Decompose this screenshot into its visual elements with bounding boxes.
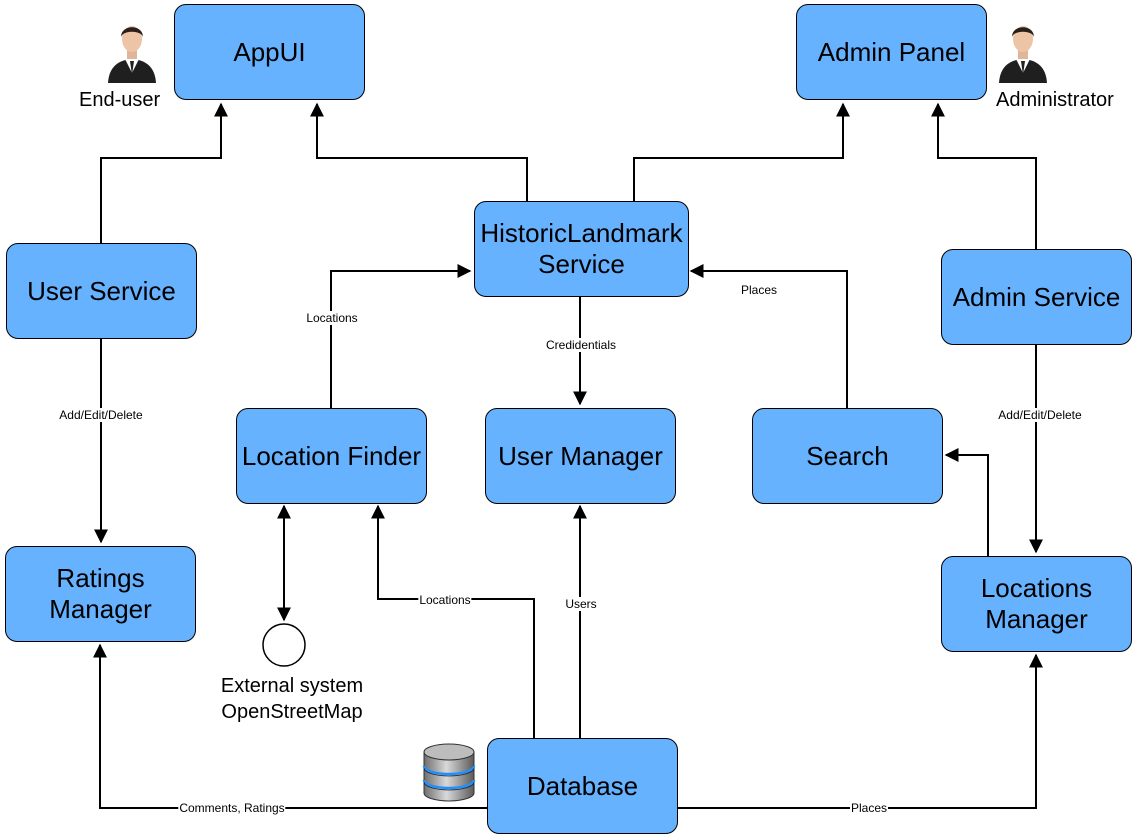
node-label-line: Admin Panel: [817, 36, 966, 67]
businessman-icon: [108, 26, 156, 83]
location-finder-node[interactable]: Location Finder: [236, 408, 427, 504]
businessman-icon: [999, 26, 1047, 83]
edge-database-to-locations: [678, 653, 1043, 809]
edge-label-user-add-edit-delete: Add/Edit/Delete: [58, 408, 144, 422]
edge-locations-to-search: [944, 448, 989, 556]
user-service-node[interactable]: User Service: [6, 243, 197, 339]
node-label-line: User Manager: [498, 440, 663, 471]
circle-icon: [262, 623, 306, 667]
edge-database-to-locationfinder: [371, 504, 535, 738]
user-service-label: User Service: [27, 276, 176, 307]
edge-adminservice-to-adminpanel: [931, 102, 1037, 249]
node-label-line: Manager: [985, 604, 1088, 634]
node-label-line: Manager: [49, 594, 152, 624]
external-system-line-1: External system: [220, 675, 364, 697]
node-label-line: Admin Service: [952, 281, 1121, 312]
edge-userservice-to-appui: [100, 102, 228, 243]
node-label-line: Ratings: [56, 563, 145, 593]
admin-panel-node[interactable]: Admin Panel: [796, 4, 987, 100]
node-label-line: Database: [526, 770, 639, 801]
node-label-line: HistoricLandmark: [480, 218, 683, 248]
user-manager-node[interactable]: User Manager: [485, 408, 676, 504]
end-user-label: End-user: [79, 89, 161, 111]
search-label: Search: [806, 441, 888, 472]
edge-label-db-users: Users: [564, 597, 598, 611]
database-icon: [422, 743, 476, 802]
admin-service-label: Admin Service: [953, 282, 1121, 313]
edge-label-locations: Locations: [305, 311, 359, 325]
node-label-line: Locations: [980, 573, 1093, 603]
search-node[interactable]: Search: [752, 408, 943, 504]
edge-historic-to-appui: [310, 102, 528, 201]
administrator-label: Administrator: [996, 89, 1114, 111]
edge-label-db-places: Places: [849, 801, 889, 815]
edge-label-places: Places: [739, 283, 779, 297]
user-manager-label: User Manager: [498, 441, 663, 472]
node-label-line: Location Finder: [241, 440, 422, 471]
edge-label-admin-add-edit-delete: Add/Edit/Delete: [997, 408, 1083, 422]
node-label-line: User Service: [27, 275, 176, 306]
edge-label-db-comments-ratings: Comments, Ratings: [178, 801, 286, 815]
node-label-line: Search: [806, 440, 889, 471]
node-label-line: AppUI: [233, 36, 306, 67]
edge-label-credentials: Credidentials: [544, 338, 618, 352]
edge-historic-to-adminpanel: [633, 102, 850, 201]
database-node[interactable]: Database: [487, 738, 678, 834]
edge-locationfinder-to-historic: [330, 264, 472, 408]
appui-label: AppUI: [233, 37, 305, 68]
admin-service-node[interactable]: Admin Service: [941, 249, 1132, 345]
edge-search-to-historic: [689, 264, 848, 408]
external-system-line-2: OpenStreetMap: [221, 701, 363, 723]
edge-database-to-ratings: [93, 643, 487, 809]
database-label: Database: [527, 771, 638, 802]
location-finder-label: Location Finder: [242, 441, 421, 472]
admin-panel-label: Admin Panel: [818, 37, 965, 68]
external-system-label: External system OpenStreetMap: [212, 673, 372, 725]
node-label-line: Service: [538, 249, 625, 279]
edge-label-db-locations: Locations: [418, 593, 472, 607]
appui-node[interactable]: AppUI: [174, 4, 365, 100]
